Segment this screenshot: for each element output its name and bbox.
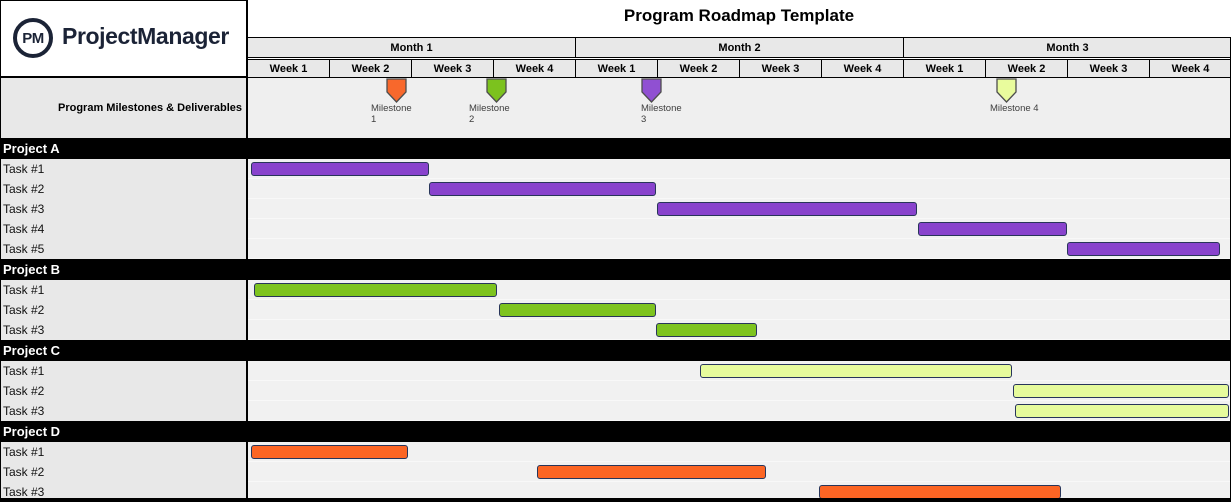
task-label: Task #1 [0,442,246,462]
task-bar[interactable] [251,162,429,176]
milestone-marker[interactable] [996,78,1017,108]
milestone-flag-icon [641,78,662,103]
milestone-label: Milestone 3 [641,103,682,125]
milestone-marker[interactable] [641,78,662,108]
milestones-row-label: Program Milestones & Deliverables [0,78,247,138]
task-label: Task #2 [0,381,246,401]
task-label: Task #1 [0,159,246,179]
task-track [247,159,1231,179]
logo-text: PM [22,29,44,47]
month-header-cell: Month 1 [247,37,576,58]
task-label: Task #5 [0,239,246,259]
column-divider-line [246,0,248,502]
task-bar[interactable] [251,445,408,459]
task-label: Task #1 [0,280,246,300]
task-bar[interactable] [1067,242,1220,256]
task-track [247,300,1231,320]
week-header-cell: Week 4 [821,59,904,78]
project-header: Project C [0,340,1231,361]
task-bar[interactable] [499,303,656,317]
task-label: Task #3 [0,320,246,340]
task-track [247,401,1231,421]
week-header-cell: Week 1 [575,59,658,78]
milestone-flag-icon [996,78,1017,103]
week-header-cell: Week 1 [903,59,986,78]
task-track [247,381,1231,401]
milestone-label: Milestone 4 [990,103,1039,114]
task-bar[interactable] [254,283,497,297]
task-track [247,179,1231,199]
outer-border-left [0,0,1,502]
month-header-cell: Month 3 [903,37,1231,58]
header-divider-line [0,76,248,78]
week-header-cell: Week 3 [411,59,494,78]
week-header-cell: Week 2 [657,59,740,78]
task-track [247,239,1231,259]
task-bar[interactable] [537,465,766,479]
milestone-marker[interactable] [386,78,407,108]
task-label: Task #3 [0,401,246,421]
task-bar[interactable] [700,364,1012,378]
project-header: Project D [0,421,1231,442]
task-label: Task #2 [0,179,246,199]
week-header-cell: Week 1 [247,59,330,78]
project-header: Project A [0,138,1231,159]
milestone-label: Milestone 1 [371,103,412,125]
week-header-cell: Week 4 [1149,59,1231,78]
milestones-area [247,78,1231,138]
project-header: Project B [0,259,1231,280]
milestone-marker[interactable] [486,78,507,108]
task-bar[interactable] [819,485,1061,499]
task-label: Task #4 [0,219,246,239]
milestone-flag-icon [486,78,507,103]
week-header-cell: Week 2 [329,59,412,78]
projectmanager-logo-icon: PM [13,18,53,58]
task-label: Task #2 [0,462,246,482]
task-bar[interactable] [429,182,656,196]
milestone-flag-icon [386,78,407,103]
month-header-cell: Month 2 [575,37,904,58]
task-label: Task #1 [0,361,246,381]
task-bar[interactable] [1013,384,1229,398]
task-label: Task #3 [0,482,246,502]
task-bar[interactable] [656,323,757,337]
task-bar[interactable] [1015,404,1229,418]
week-header-cell: Week 2 [985,59,1068,78]
task-label: Task #2 [0,300,246,320]
page-title: Program Roadmap Template [623,6,855,25]
task-label: Task #3 [0,199,246,219]
week-header-cell: Week 3 [1067,59,1150,78]
outer-border-top [0,0,248,1]
task-track [247,442,1231,462]
milestone-label: Milestone 2 [469,103,510,125]
brand-name: ProjectManager [62,23,229,49]
task-track [247,219,1231,239]
task-bar[interactable] [918,222,1067,236]
task-bar[interactable] [657,202,917,216]
week-header-cell: Week 4 [493,59,576,78]
week-header-cell: Week 3 [739,59,822,78]
outer-border-bottom [0,498,1231,502]
